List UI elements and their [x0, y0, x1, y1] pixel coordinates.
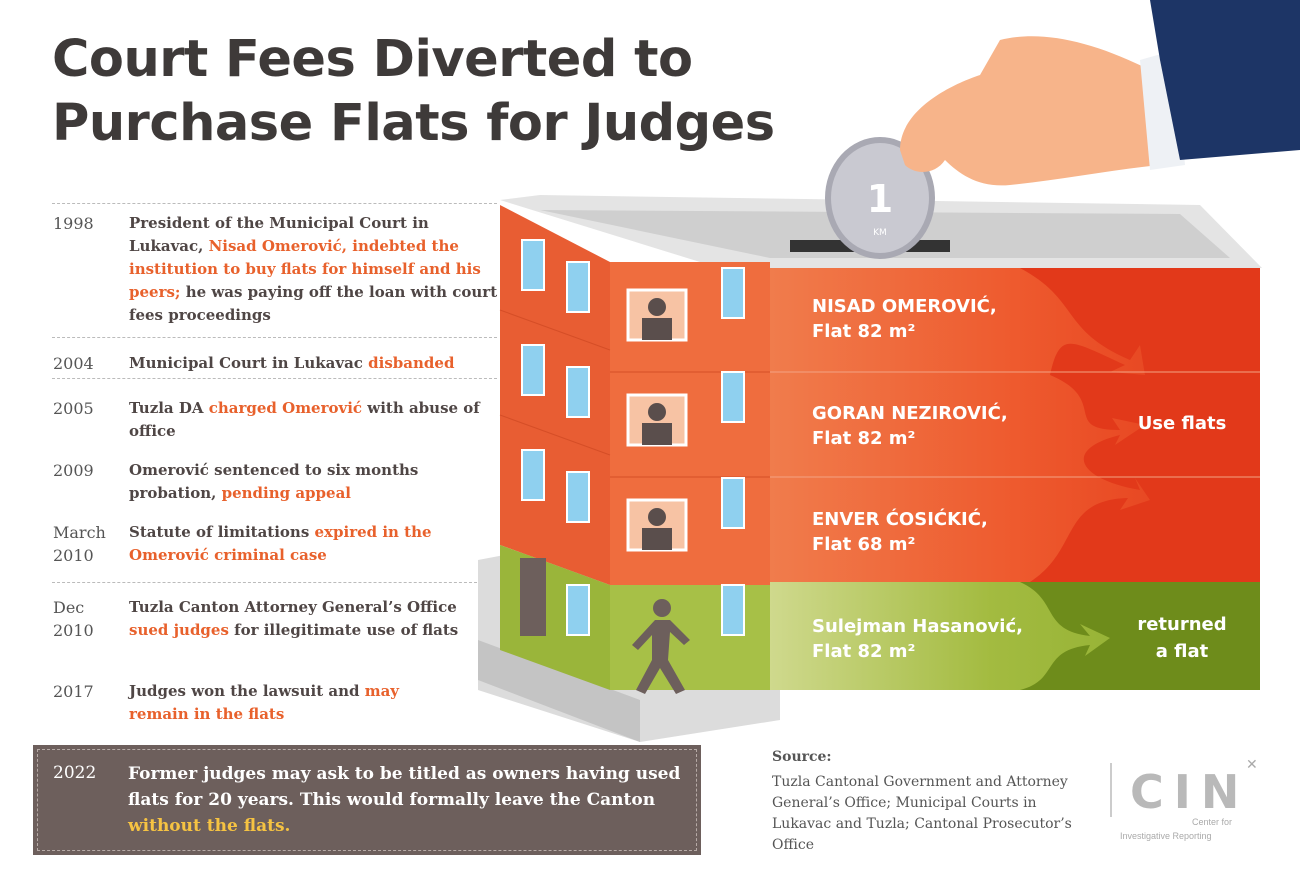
event-year: 2004 — [53, 354, 94, 373]
event-text: Judges won the lawsuit and may remain in… — [129, 680, 429, 726]
year-line: March — [53, 523, 106, 542]
logo-cross-icon: ✕ — [1246, 757, 1258, 773]
page-title: Court Fees Diverted to Purchase Flats fo… — [52, 28, 775, 156]
text-part: Tuzla Canton Attorney General’s Office — [129, 598, 457, 616]
text-part: Judges won the lawsuit and — [129, 682, 365, 700]
final-event-box: 2022 Former judges may ask to be titled … — [33, 745, 701, 855]
event-year: 1998 — [53, 214, 94, 233]
event-text: Municipal Court in Lukavac disbanded — [129, 352, 509, 375]
text-part: he was paying off the loan with court fe… — [129, 283, 498, 324]
judge-name: GORAN NEZIROVIĆ, — [812, 403, 1008, 424]
sleeve — [1150, 0, 1300, 160]
flat-size: Flat 82 m² — [812, 641, 916, 662]
coin — [825, 137, 935, 259]
text-part: Municipal Court in Lukavac — [129, 354, 369, 372]
label-line: returned — [1137, 614, 1227, 635]
text-part: with abuse of office — [129, 399, 480, 440]
event-text: Tuzla Canton Attorney General’s Office s… — [129, 596, 499, 642]
year-line: 2010 — [53, 621, 94, 640]
text-part: Statute of limitations — [129, 523, 315, 541]
event-year: 2022 — [53, 763, 97, 783]
source-text: Tuzla Cantonal Government and Attorney G… — [772, 774, 1072, 853]
flat-size: Flat 82 m² — [812, 321, 916, 342]
flat-label-cosickic: ENVER ĆOSIĆKIĆ, Flat 68 m² — [812, 507, 988, 557]
year-line: Dec — [53, 598, 85, 617]
cin-logo: CIN ✕ Center for Investigative Reporting — [1110, 757, 1260, 843]
source-note: Source: Tuzla Cantonal Government and At… — [772, 747, 1092, 856]
event-text: Omerović sentenced to six months probati… — [129, 459, 499, 505]
title-line-2: Purchase Flats for Judges — [52, 94, 775, 153]
divider — [52, 203, 497, 204]
windows — [521, 239, 745, 636]
text-part: Omerović sentenced to six months probati… — [129, 461, 419, 502]
judge-windows — [626, 288, 688, 552]
floor-line — [499, 309, 611, 351]
judge-name: Sulejman Hasanović, — [812, 616, 1023, 637]
label-line: a flat — [1155, 641, 1209, 662]
divider — [52, 378, 497, 379]
event-year: 2017 — [53, 682, 94, 701]
flat-label-hasanovic: Sulejman Hasanović, Flat 82 m² — [812, 614, 1023, 664]
title-line-1: Court Fees Diverted to — [52, 30, 693, 89]
event-year: March 2010 — [53, 521, 123, 567]
event-year: Dec 2010 — [53, 596, 123, 642]
event-year: 2005 — [53, 399, 94, 418]
source-heading: Source: — [772, 749, 832, 765]
use-flats-arrow — [1020, 268, 1260, 582]
door — [520, 558, 546, 636]
logo-wordmark: CIN — [1130, 765, 1250, 819]
ground-floor-front — [610, 585, 770, 690]
divider — [52, 582, 477, 583]
logo-subtitle-2: Investigative Reporting — [1120, 831, 1212, 841]
event-text: Tuzla DA charged Omerović with abuse of … — [129, 397, 499, 443]
running-man-icon — [632, 599, 690, 694]
flat-label-nezirovic: GORAN NEZIROVIĆ, Flat 82 m² — [812, 401, 1008, 451]
text-highlight: expired in the Omerović criminal case — [129, 523, 432, 564]
event-text: Statute of limitations expired in the Om… — [129, 521, 499, 567]
text-part: President of the Municipal Court in Luka… — [129, 214, 429, 255]
judge-name: NISAD OMEROVIĆ, — [812, 296, 997, 317]
returned-arrow — [1020, 582, 1260, 690]
building-side — [500, 205, 610, 585]
text-highlight: disbanded — [368, 354, 455, 372]
text-part: Former judges may ask to be titled as ow… — [128, 764, 681, 810]
returned-flat-label: returned a flat — [1112, 611, 1252, 665]
text-highlight: may remain in the flats — [129, 682, 400, 723]
event-text: President of the Municipal Court in Luka… — [129, 212, 499, 327]
judge-name: ENVER ĆOSIĆKIĆ, — [812, 509, 988, 530]
hand-icon — [900, 36, 1160, 186]
text-highlight: Nisad Omerović, indebted the institution… — [129, 237, 481, 301]
event-year: 2009 — [53, 461, 94, 480]
year-line: 2010 — [53, 546, 94, 565]
flat-label-omerovic: NISAD OMEROVIĆ, Flat 82 m² — [812, 294, 997, 344]
text-highlight: sued judges — [129, 621, 229, 639]
floor-line — [499, 414, 611, 456]
coin-value: 1 — [867, 177, 893, 221]
logo-subtitle-1: Center for — [1191, 817, 1232, 827]
flat-size: Flat 82 m² — [812, 428, 916, 449]
coin-unit: KM — [873, 228, 887, 238]
platform-side — [478, 640, 640, 742]
use-flats-label: Use flats — [1137, 413, 1227, 434]
event-text: Former judges may ask to be titled as ow… — [128, 761, 693, 839]
flat-size: Flat 68 m² — [812, 534, 916, 555]
divider — [52, 337, 497, 338]
text-highlight: pending appeal — [221, 484, 351, 502]
logo-divider — [1110, 763, 1112, 817]
text-part: Tuzla DA — [129, 399, 209, 417]
text-highlight: charged Omerović — [208, 399, 363, 417]
text-highlight: without the flats. — [128, 816, 291, 836]
text-part: for illegitimate use of flats — [228, 621, 459, 639]
